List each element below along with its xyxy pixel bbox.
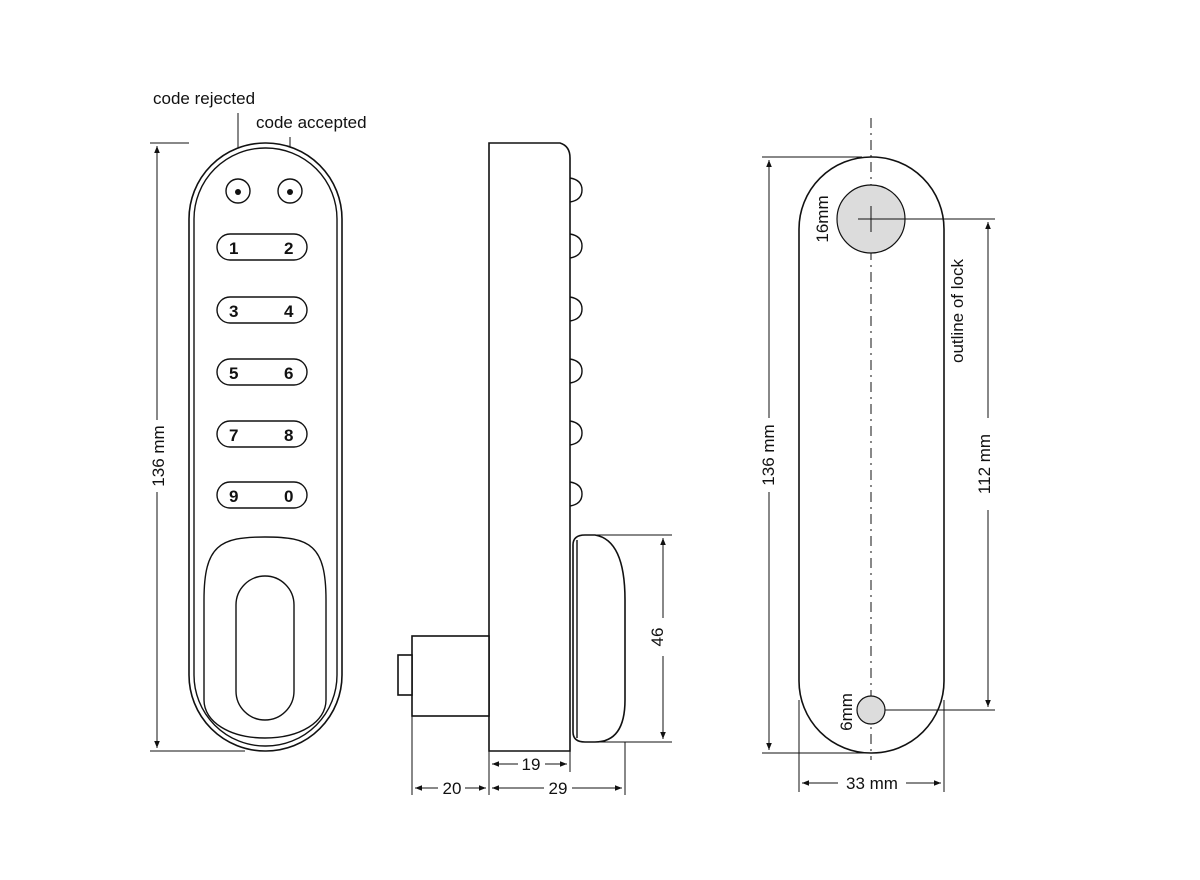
front-body-inner bbox=[193, 147, 338, 747]
key-row-3[interactable]: 5 6 bbox=[216, 358, 308, 386]
key-9[interactable]: 9 bbox=[229, 487, 238, 506]
code-rejected-label: code rejected bbox=[153, 89, 255, 108]
side-key-bump-2 bbox=[569, 233, 583, 259]
key-0[interactable]: 0 bbox=[284, 487, 293, 506]
key-4[interactable]: 4 bbox=[284, 302, 294, 321]
side-key-bump-6 bbox=[569, 481, 583, 507]
dim-33-label: 33 mm bbox=[846, 774, 898, 793]
knob-handle[interactable] bbox=[235, 575, 295, 721]
front-view: code rejected code accepted 1 2 3 4 bbox=[149, 89, 367, 752]
side-key-bump-4 bbox=[569, 358, 583, 384]
hole-6mm bbox=[856, 695, 886, 725]
knob-surround bbox=[203, 536, 327, 739]
dim-112-label: 112 mm bbox=[975, 434, 994, 494]
side-key-bump-3 bbox=[569, 296, 583, 322]
dim-20-label: 20 bbox=[443, 779, 462, 798]
key-5[interactable]: 5 bbox=[229, 364, 238, 383]
side-key-bump-1 bbox=[569, 177, 583, 203]
key-3[interactable]: 3 bbox=[229, 302, 238, 321]
side-knob bbox=[572, 534, 626, 743]
key-7[interactable]: 7 bbox=[229, 426, 238, 445]
key-row-4[interactable]: 7 8 bbox=[216, 420, 308, 448]
key-row-5[interactable]: 9 0 bbox=[216, 481, 308, 509]
code-accepted-label: code accepted bbox=[256, 113, 367, 132]
hole-6mm-label: 6mm bbox=[837, 693, 856, 731]
key-8[interactable]: 8 bbox=[284, 426, 293, 445]
side-view: 46 19 20 29 bbox=[397, 142, 672, 798]
hole-16mm-label: 16mm bbox=[813, 195, 832, 242]
led-code-rejected bbox=[225, 178, 251, 204]
key-2[interactable]: 2 bbox=[284, 239, 293, 258]
back-height-label: 136 mm bbox=[759, 424, 778, 485]
side-cam-tip bbox=[397, 654, 413, 696]
dim-46-label: 46 bbox=[648, 628, 667, 647]
side-body bbox=[488, 142, 571, 752]
outline-of-lock-label: outline of lock bbox=[948, 259, 967, 363]
key-6[interactable]: 6 bbox=[284, 364, 293, 383]
side-key-bump-5 bbox=[569, 420, 583, 446]
dim-29-label: 29 bbox=[549, 779, 568, 798]
front-height-label: 136 mm bbox=[149, 425, 168, 486]
key-row-1[interactable]: 1 2 bbox=[216, 233, 308, 261]
key-row-2[interactable]: 3 4 bbox=[216, 296, 308, 324]
side-cam-housing bbox=[411, 635, 490, 717]
back-view: 16mm 6mm outline of lock 136 mm 112 mm 3… bbox=[759, 118, 995, 793]
key-1[interactable]: 1 bbox=[229, 239, 238, 258]
dim-19-label: 19 bbox=[522, 755, 541, 774]
led-code-accepted bbox=[277, 178, 303, 204]
